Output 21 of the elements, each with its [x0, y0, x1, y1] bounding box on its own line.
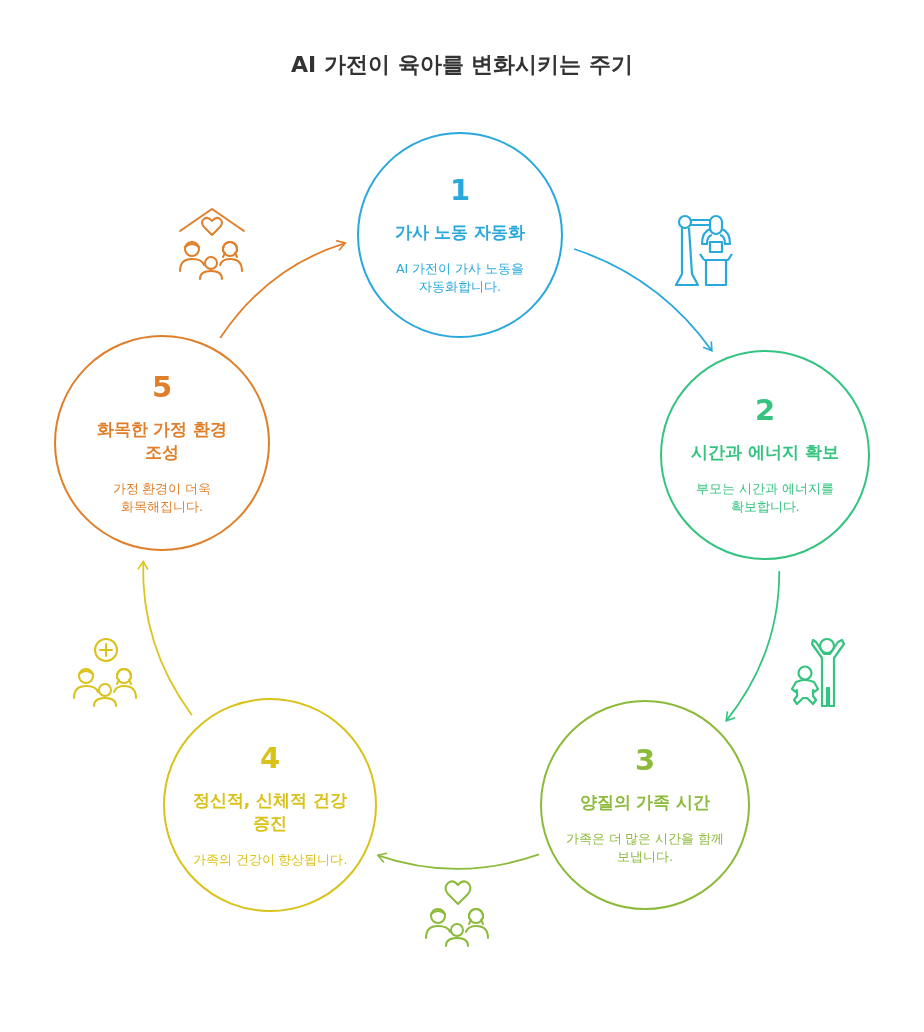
step-number: 5	[151, 369, 173, 404]
step-number: 4	[259, 741, 281, 775]
step-description: 가족은 더 많은 시간을 함께 보냅니다.	[564, 830, 726, 867]
step-heading: 시간과 에너지 확보	[691, 441, 839, 465]
step-description: AI 가전이 가사 노동을 자동화합니다.	[394, 260, 526, 297]
step-description: 부모는 시간과 에너지를 확보합니다.	[695, 480, 835, 517]
step-number: 1	[449, 173, 471, 208]
step-heading: 양질의 가족 시간	[579, 791, 711, 815]
step-number: 2	[754, 393, 776, 428]
curved-arrow	[376, 852, 540, 870]
curved-arrow	[137, 560, 193, 717]
step-heading: 화목한 가정 환경 조성	[95, 417, 229, 464]
curved-arrow	[573, 248, 713, 352]
diagram-title: AI 가전이 육아를 변화시키는 주기	[291, 51, 633, 79]
step-number: 3	[634, 743, 656, 778]
step-heading: 가사 노동 자동화	[394, 221, 526, 245]
step-heading: 정신적, 신체적 건강 증진	[191, 789, 349, 835]
step-description: 가정 환경이 더욱 화목해집니다.	[111, 479, 213, 516]
step-description: 가족의 건강이 향상됩니다.	[192, 850, 348, 869]
curved-arrow	[219, 240, 347, 339]
curved-arrow	[725, 570, 781, 722]
